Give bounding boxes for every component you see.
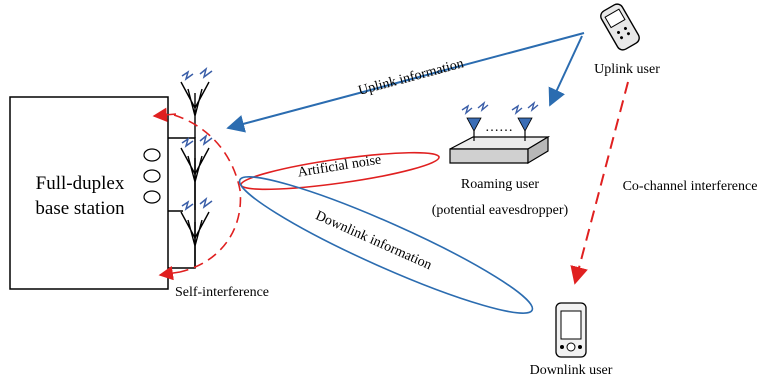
roaming-user-label-line1: Roaming user	[461, 177, 539, 192]
phone-icon	[600, 3, 640, 51]
antenna-dots: ……	[485, 120, 513, 135]
self-interference-arrow-bottom	[158, 265, 181, 281]
uplink-arrow-to-roaming	[548, 35, 583, 107]
downlink-information-beam	[238, 176, 534, 314]
uplink-information-label: Uplink information	[357, 56, 466, 99]
antenna-icon	[466, 117, 533, 141]
signal-zigzag-icon	[181, 66, 213, 211]
co-channel-interference-label: Co-channel interference	[623, 179, 758, 194]
artificial-noise-label: Artificial noise	[297, 153, 383, 181]
downlink-user-label: Downlink user	[530, 363, 613, 378]
uplink-user-label: Uplink user	[594, 62, 660, 77]
antenna-feed-lines	[168, 137, 196, 269]
pda-icon	[555, 302, 587, 358]
signal-zigzag-icon	[461, 101, 539, 115]
roaming-user-platform	[449, 135, 551, 165]
uplink-arrow-to-bs	[226, 32, 585, 133]
self-interference-arrow-top	[152, 107, 177, 122]
co-channel-interference-arrow	[570, 81, 629, 285]
antenna-icon	[180, 81, 210, 268]
self-interference-label: Self-interference	[175, 285, 269, 300]
self-interference-arc	[173, 114, 242, 273]
roaming-user-label-line2: (potential eavesdropper)	[432, 203, 569, 218]
base-station-label-line2: base station	[35, 198, 125, 219]
base-station-label-line1: Full-duplex	[36, 173, 125, 194]
port-circles	[143, 148, 161, 204]
base-station-box	[9, 96, 169, 290]
